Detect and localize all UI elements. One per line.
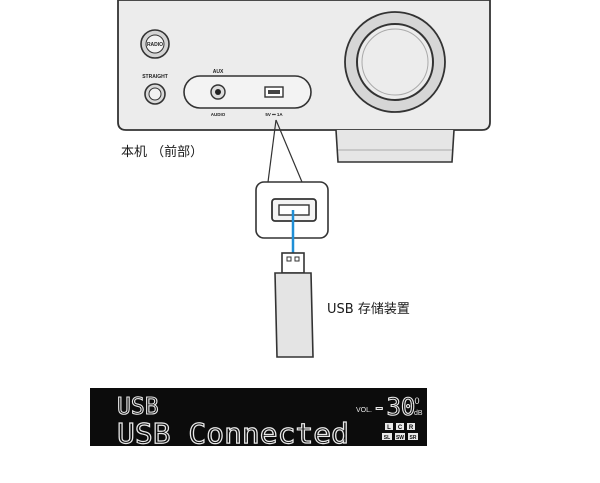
usb-drive-connector <box>281 252 305 274</box>
speaker-c: C <box>398 425 403 431</box>
radio-button-label: RADIO <box>147 42 163 48</box>
speaker-sr: SR <box>410 435 417 441</box>
display-background <box>90 388 427 446</box>
speaker-indicators: L C R SL SW SR <box>382 423 418 441</box>
volume-value: -30 <box>372 393 415 421</box>
front-display: USB USB Connected VOL. -30 .0 dB L C R S… <box>90 388 427 451</box>
receiver-caption: 本机 （前部） <box>121 144 203 160</box>
straight-button-label: STRAIGHT <box>142 74 168 80</box>
speaker-sw: SW <box>396 435 404 441</box>
audio-label: AUDIO <box>211 112 226 117</box>
aux-label: AUX <box>213 69 224 75</box>
radio-button[interactable]: RADIO <box>140 29 170 59</box>
usb-flash-drive <box>274 252 314 358</box>
usb-port[interactable] <box>264 86 284 98</box>
speaker-r: R <box>409 425 414 431</box>
front-io-panel <box>183 75 312 109</box>
speaker-l: L <box>387 425 391 431</box>
volume-decimal: .0 <box>412 396 420 406</box>
speaker-sl: SL <box>384 435 390 441</box>
volume-label: VOL. <box>356 407 372 414</box>
usb-power-label: 5V ⎓ 1A <box>265 112 283 117</box>
volume-knob[interactable] <box>344 11 446 113</box>
volume-unit: dB <box>414 410 423 417</box>
display-line-1: USB <box>117 394 159 420</box>
receiver-front-panel: RADIO STRAIGHT AUX AUDIO 5V ⎓ 1A <box>117 0 491 163</box>
straight-button[interactable] <box>144 83 166 105</box>
usb-drive-body <box>274 272 314 358</box>
receiver-foot <box>335 129 455 163</box>
usb-device-caption: USB 存储装置 <box>327 302 410 317</box>
display-line-2: USB Connected <box>117 417 349 450</box>
aux-audio-jack[interactable] <box>210 84 226 100</box>
